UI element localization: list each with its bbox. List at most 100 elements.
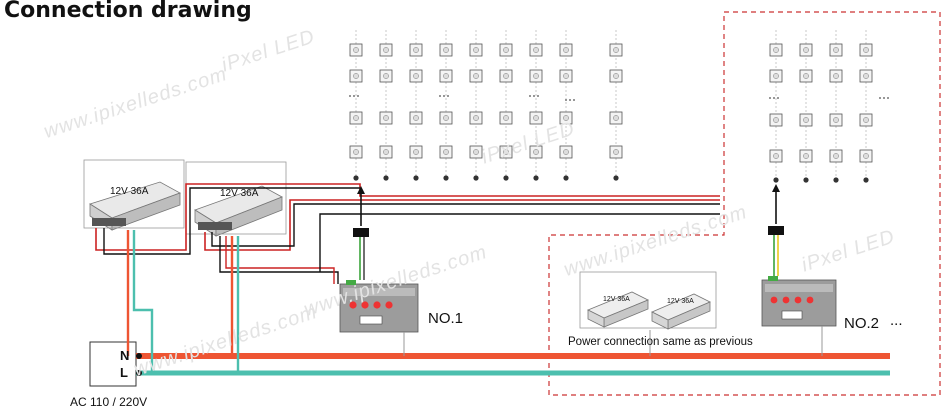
psu-label: 12V 36A — [220, 188, 259, 199]
page-title: Connection drawing — [4, 0, 252, 23]
led-pixel-lens — [803, 117, 809, 123]
remote-psu-frame — [579, 271, 717, 329]
led-pixel-lens — [473, 149, 479, 155]
led-pixel-lens — [863, 47, 869, 53]
psu-frame-1 — [83, 159, 185, 229]
led-pixel-lens — [383, 115, 389, 121]
led-pixel-lens — [833, 73, 839, 79]
strand-connector — [413, 175, 419, 181]
led-pixel-lens — [503, 115, 509, 121]
strand-connector — [563, 175, 569, 181]
led-pixel-lens — [413, 73, 419, 79]
data-connector-1 — [353, 228, 369, 237]
strand-connector — [863, 177, 869, 183]
led-pixel-lens — [503, 47, 509, 53]
led-pixel-lens — [563, 115, 569, 121]
continuation-dot — [533, 95, 535, 97]
led-pixel-lens — [443, 115, 449, 121]
power-supply-2 — [194, 185, 283, 237]
psu1-ac-neutral — [132, 230, 154, 373]
led-pixel-lens — [353, 47, 359, 53]
ac-voltage-label: AC 110 / 220V — [70, 395, 148, 409]
led-pixel-lens — [803, 153, 809, 159]
led-pixel-lens — [613, 73, 619, 79]
remote-psu-label: 12V 36A — [603, 296, 630, 303]
terminal-n — [136, 353, 142, 359]
led-pixel-lens — [613, 115, 619, 121]
controller-label: NO.2 — [844, 315, 880, 332]
led-pixel-lens — [533, 115, 539, 121]
strand-connector — [353, 175, 359, 181]
continuation-dot — [879, 97, 881, 99]
led-pixel-grid-right — [769, 30, 889, 183]
terminal-l — [136, 370, 142, 376]
strand-connector — [443, 175, 449, 181]
strand-connector — [533, 175, 539, 181]
continuation-dot — [883, 97, 885, 99]
led-pixel-grid-main — [349, 30, 623, 181]
led-pixel-lens — [383, 149, 389, 155]
continuation-dot — [573, 99, 575, 101]
led-pixel-lens — [803, 47, 809, 53]
led-pixel-lens — [443, 149, 449, 155]
continuation-dot — [565, 99, 567, 101]
strand-connector — [473, 175, 479, 181]
continuation-dot — [443, 95, 445, 97]
led-pixel-lens — [353, 115, 359, 121]
led-pixel-lens — [443, 73, 449, 79]
strand-connector — [773, 177, 779, 183]
led-pixel-lens — [863, 73, 869, 79]
continuation-dot — [439, 95, 441, 97]
led-pixel-lens — [383, 47, 389, 53]
remote-power-supply-1 — [587, 291, 649, 328]
controller-label: NO.1 — [428, 310, 464, 327]
continuation-dot — [569, 99, 571, 101]
continuation-dot — [537, 95, 539, 97]
dc-positive-wire-1 — [95, 183, 720, 251]
strand-connector — [833, 177, 839, 183]
strand-connector — [803, 177, 809, 183]
strand-connector — [613, 175, 619, 181]
led-pixel-lens — [383, 73, 389, 79]
led-pixel-lens — [413, 47, 419, 53]
dashed-frame-right — [548, 11, 941, 396]
remote-psu-label: 12V 36A — [667, 298, 694, 305]
controller-power-wire-red — [225, 236, 335, 284]
continuation-dot — [529, 95, 531, 97]
led-pixel-lens — [533, 73, 539, 79]
led-pixel-lens — [443, 47, 449, 53]
led-pixel-lens — [773, 47, 779, 53]
led-pixel-lens — [353, 73, 359, 79]
led-pixel-lens — [833, 47, 839, 53]
led-pixel-lens — [563, 73, 569, 79]
led-pixel-lens — [773, 153, 779, 159]
led-pixel-lens — [563, 47, 569, 53]
led-pixel-lens — [773, 73, 779, 79]
continuation-dot — [887, 97, 889, 99]
led-pixel-lens — [863, 117, 869, 123]
continuation-dot — [349, 95, 351, 97]
led-pixel-lens — [613, 149, 619, 155]
led-pixel-lens — [353, 149, 359, 155]
continuation-dot — [447, 95, 449, 97]
led-pixel-lens — [503, 73, 509, 79]
led-pixel-lens — [563, 149, 569, 155]
strand-connector — [383, 175, 389, 181]
led-pixel-lens — [473, 47, 479, 53]
remote-power-supply-2 — [651, 293, 711, 330]
dc-ground-wire-2 — [211, 203, 720, 247]
power-supply-1 — [89, 181, 181, 231]
continuation-dot — [773, 97, 775, 99]
continuation-dot — [353, 95, 355, 97]
led-pixel-lens — [803, 73, 809, 79]
led-pixel-lens — [503, 149, 509, 155]
led-pixel-lens — [533, 149, 539, 155]
controller-power-wire — [219, 236, 339, 284]
led-pixel-lens — [413, 115, 419, 121]
continuation-dot — [777, 97, 779, 99]
strand-connector — [503, 175, 509, 181]
mains-n-label: N — [120, 348, 130, 363]
continuation-dot — [769, 97, 771, 99]
